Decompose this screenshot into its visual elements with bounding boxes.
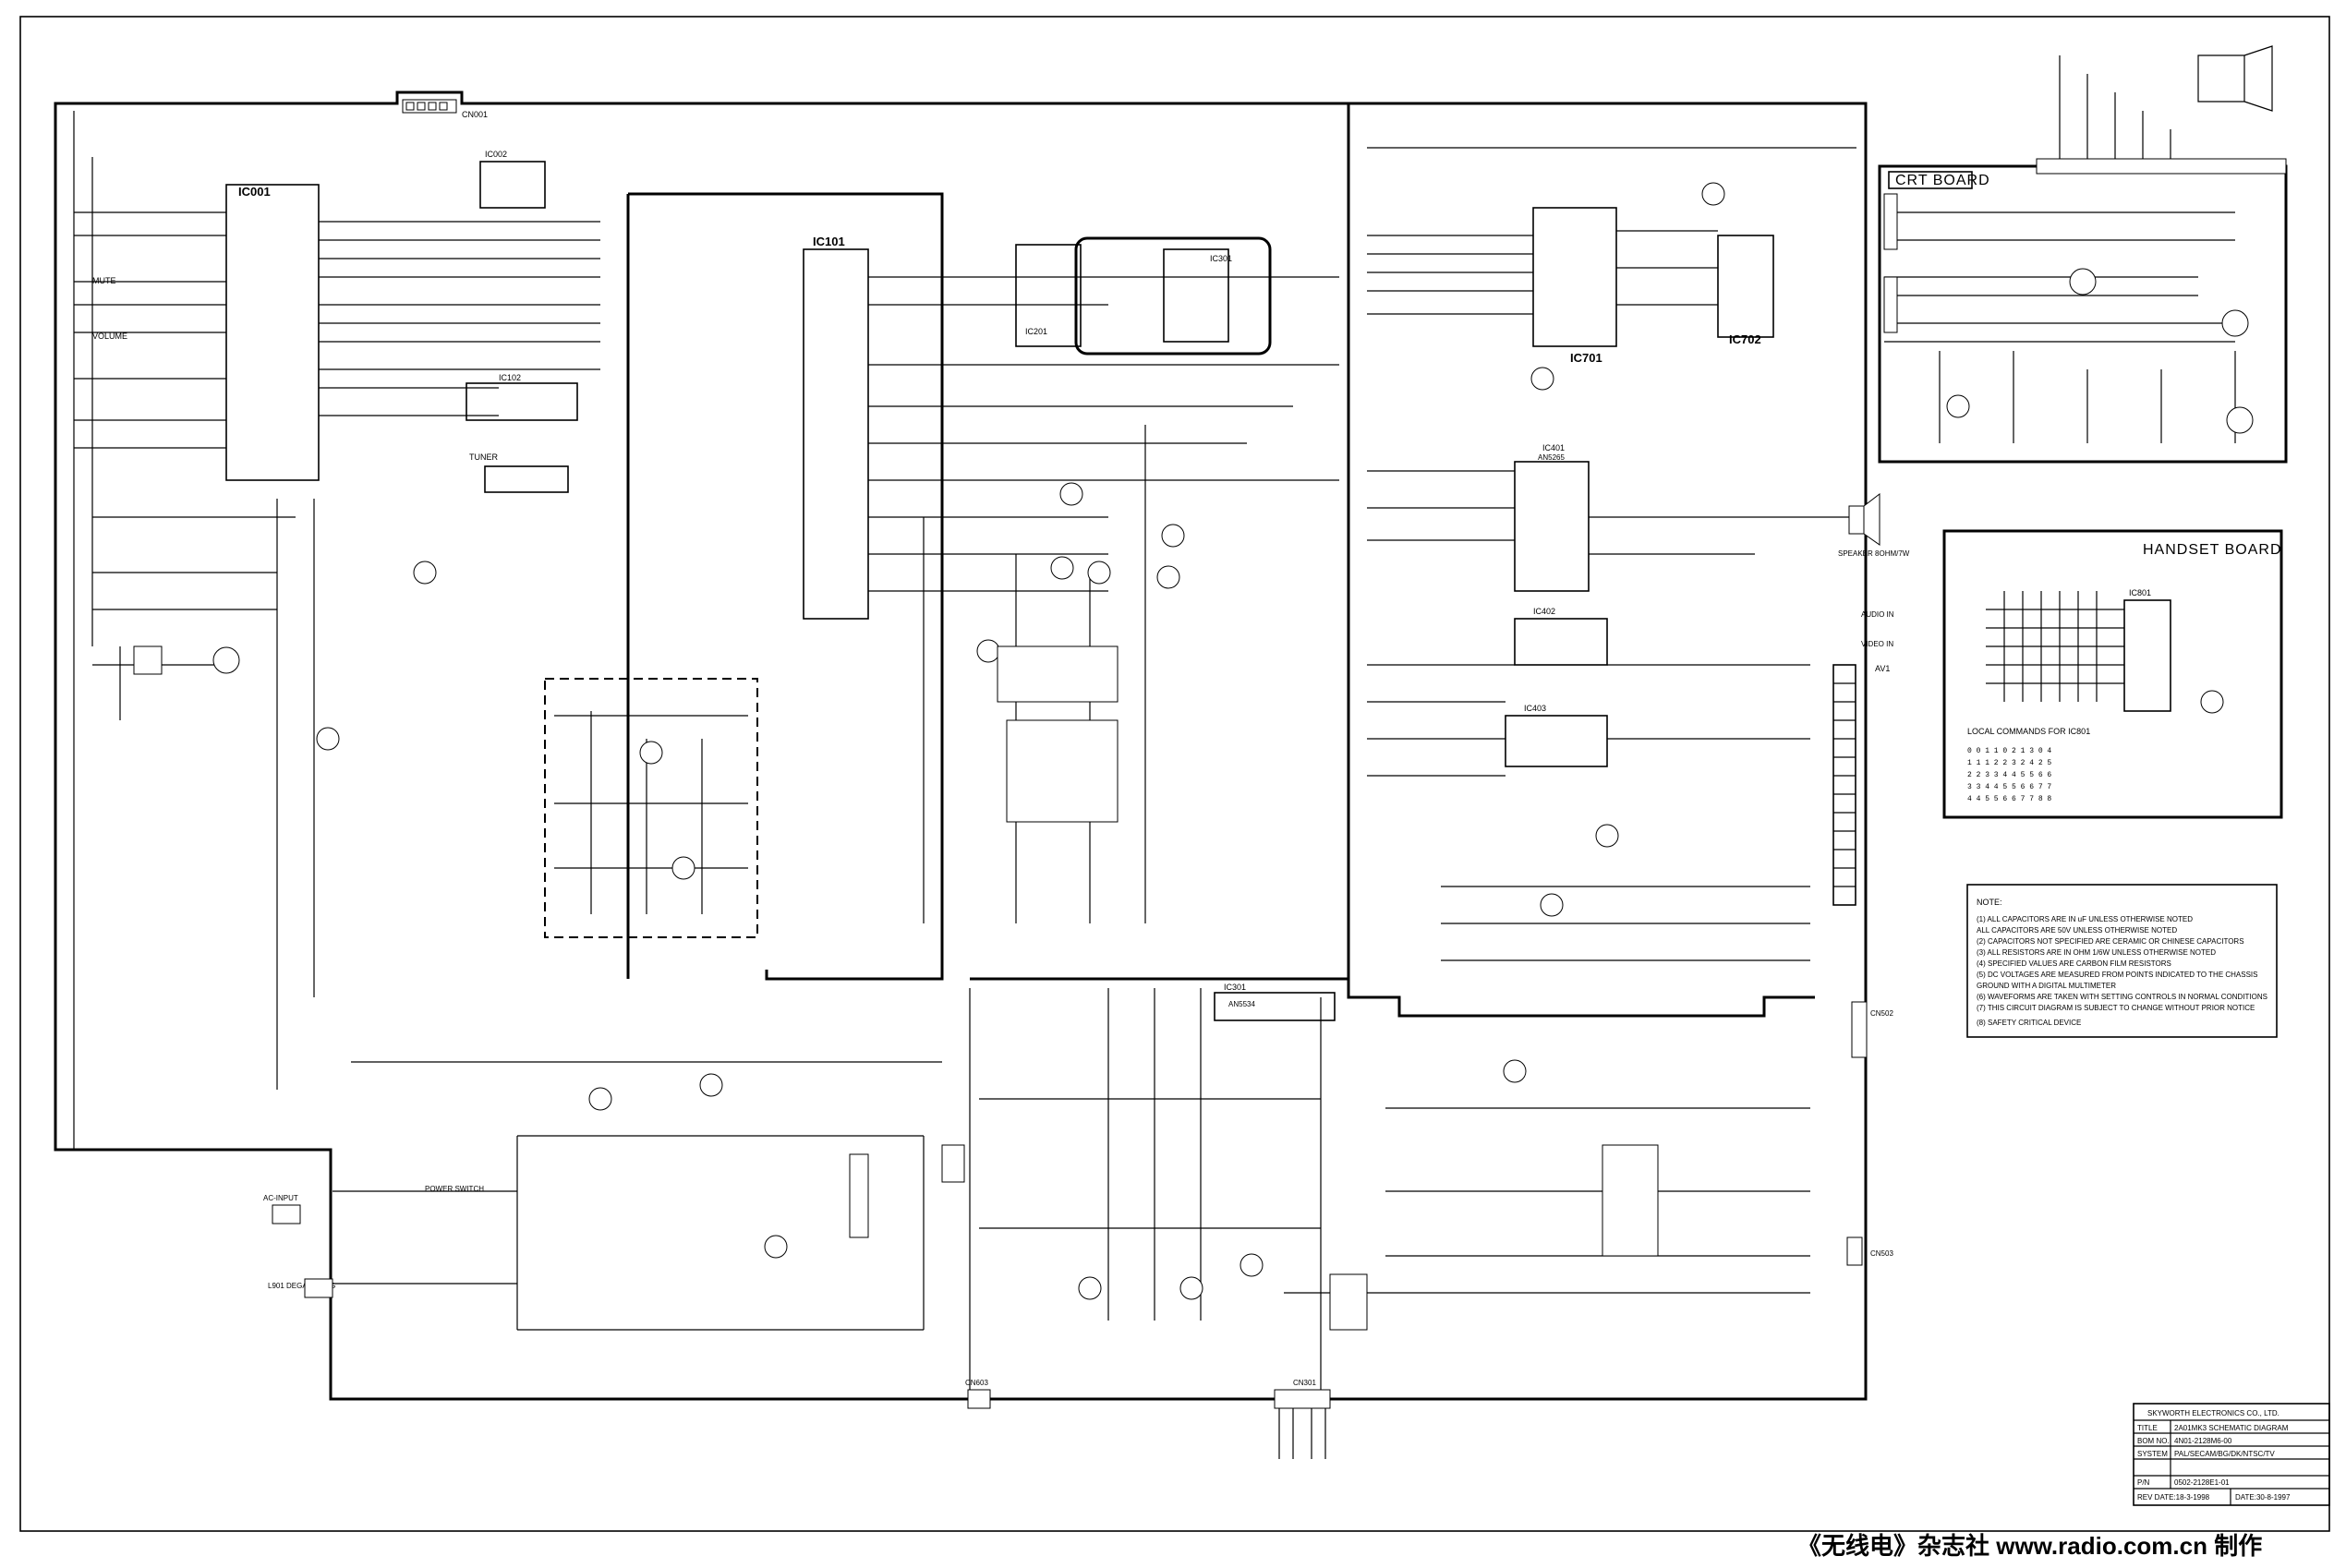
crt-socket [2036, 45, 2287, 175]
ic402-block: IC402 [1514, 607, 1608, 666]
ic701-block: IC701 [1532, 207, 1617, 365]
note-line: ALL CAPACITORS ARE 50V UNLESS OTHERWISE … [1977, 926, 2177, 935]
mute-label: MUTE [92, 276, 116, 285]
pn-value: 0502-2128E1-01 [2174, 1478, 2230, 1487]
local-commands-table: 0 0 1 1 0 2 1 3 0 4 1 1 1 2 2 3 2 4 2 5 … [1967, 747, 2051, 803]
ic403-block: IC403 [1505, 704, 1608, 767]
system-label: SYSTEM [2137, 1450, 2168, 1458]
ic102-block: IC102 TUNER [466, 373, 578, 493]
handset-board: HANDSET BOARD IC801 LOCAL COMMANDS FOR I… [1942, 529, 2283, 819]
bom-label: BOM NO. [2137, 1437, 2170, 1445]
note-line: (3) ALL RESISTORS ARE IN OHM 1/6W UNLESS… [1977, 948, 2216, 957]
cn301-connector: CN301 [1274, 1379, 1331, 1459]
volume-label: VOLUME [92, 332, 127, 341]
company-name: SKYWORTH ELECTRONICS CO., LTD. [2147, 1409, 2279, 1417]
degaussing-label: L901 DEGAUSSING [268, 1282, 335, 1290]
cn502-connector: CN502 [1851, 1001, 1893, 1058]
svg-text:3 3 4 4 5 5 6 6 7 7: 3 3 4 4 5 5 6 6 7 7 [1967, 783, 2051, 791]
ic101-block: IC101 [626, 192, 944, 981]
note-line: (7) THIS CIRCUIT DIAGRAM IS SUBJECT TO C… [1977, 1004, 2255, 1012]
bom-value: 4N01-2128M6-00 [2174, 1437, 2232, 1445]
local-commands-title: LOCAL COMMANDS FOR IC801 [1967, 727, 2090, 736]
page-frame [19, 16, 2330, 1532]
main-board-outline [54, 90, 1868, 1401]
ic401-part: AN5265 [1538, 453, 1565, 462]
svg-text:2 2 3 3 4 4 5 5 6 6: 2 2 3 3 4 4 5 5 6 6 [1967, 771, 2051, 779]
ic001-label: IC001 [238, 185, 271, 199]
video-in-label: VIDEO IN [1861, 640, 1893, 648]
notes-block: NOTE: (1) ALL CAPACITORS ARE IN uF UNLES… [1966, 884, 2278, 1038]
saw-section-wiring [554, 711, 748, 914]
cn503-label: CN503 [1870, 1249, 1893, 1258]
ic701-label: IC701 [1570, 351, 1602, 365]
ic301-video-block: IC301 [1074, 236, 1272, 356]
crt-board: CRT BOARD [1878, 55, 2288, 464]
ic402-label: IC402 [1533, 607, 1555, 616]
note-line: (1) ALL CAPACITORS ARE IN uF UNLESS OTHE… [1977, 915, 2193, 923]
ic002-label: IC002 [485, 150, 507, 159]
ac-input-label: AC-INPUT [263, 1194, 298, 1202]
publisher-footer: 《无线电》杂志社 www.radio.com.cn 制作 [1797, 1532, 2263, 1560]
ic102-label: IC102 [499, 373, 521, 382]
svg-text:0 0 1 1 0 2 1 3 0 4: 0 0 1 1 0 2 1 3 0 4 [1967, 747, 2051, 755]
power-supply-wiring [333, 988, 1810, 1399]
speaker-block: SPEAKER 8OHM/7W [1838, 492, 1910, 558]
ic401-label: IC401 [1542, 443, 1565, 452]
pn-label: P/N [2137, 1478, 2150, 1487]
title-block: SKYWORTH ELECTRONICS CO., LTD. TITLE 2A0… [2133, 1403, 2330, 1506]
cn301-label: CN301 [1293, 1379, 1316, 1387]
section-divider [1347, 103, 1815, 1018]
title-label: TITLE [2137, 1424, 2158, 1432]
mid-section-wiring [868, 276, 1339, 923]
ic702-block: IC702 [1717, 235, 1774, 346]
ic301-deflection-block: IC301 AN5534 [1214, 983, 1336, 1021]
date: DATE:30-8-1997 [2235, 1493, 2291, 1502]
system-value: PAL/SECAM/BG/DK/NTSC/TV [2174, 1450, 2275, 1458]
notes-title: NOTE: [1977, 898, 2002, 907]
speaker-label: SPEAKER 8OHM/7W [1838, 549, 1910, 558]
ic201-label: IC201 [1025, 327, 1047, 336]
ic403-label: IC403 [1524, 704, 1546, 713]
note-line: (5) DC VOLTAGES ARE MEASURED FROM POINTS… [1977, 971, 2258, 979]
saw-filter-section [544, 678, 758, 938]
svg-text:1 1 1 2 2 3 2 4 2 5: 1 1 1 2 2 3 2 4 2 5 [1967, 759, 2051, 767]
ic801-label: IC801 [2129, 588, 2151, 597]
rev-date: REV DATE:18-3-1998 [2137, 1493, 2210, 1502]
ic201-block: IC201 [1015, 244, 1082, 347]
ac-input: AC-INPUT L901 DEGAUSSING POWER SWITCH [263, 1185, 484, 1298]
cn001-connector: CN001 [402, 99, 488, 119]
title-value: 2A01MK3 SCHEMATIC DIAGRAM [2174, 1424, 2289, 1432]
ic002-block: IC002 [479, 150, 546, 209]
audio-wiring [1367, 470, 1856, 961]
note-line: (8) SAFETY CRITICAL DEVICE [1977, 1019, 2081, 1027]
audio-in-label: AUDIO IN [1861, 610, 1894, 619]
left-section-wiring [92, 516, 437, 751]
av1-label: AV1 [1875, 664, 1890, 673]
note-line: (6) WAVEFORMS ARE TAKEN WITH SETTING CON… [1977, 993, 2267, 1001]
handset-board-title: HANDSET BOARD [2143, 542, 2282, 558]
note-line: (2) CAPACITORS NOT SPECIFIED ARE CERAMIC… [1977, 937, 2244, 946]
note-line: GROUND WITH A DIGITAL MULTIMETER [1977, 982, 2116, 990]
cn603-label: CN603 [965, 1379, 988, 1387]
cn503-connector: CN503 [1846, 1236, 1893, 1266]
crt-board-title: CRT BOARD [1895, 173, 1990, 188]
ic401-block: IC401 AN5265 [1514, 443, 1590, 592]
ic301v-label: IC301 [1210, 254, 1232, 263]
tuner-label: TUNER [469, 452, 498, 462]
ic101-label: IC101 [813, 235, 845, 248]
ic301-part: AN5534 [1228, 1000, 1255, 1008]
cn001-label: CN001 [462, 110, 488, 119]
svg-text:4 4 5 5 6 6 7 7 8 8: 4 4 5 5 6 6 7 7 8 8 [1967, 795, 2051, 803]
ic001-block: IC001 [73, 111, 600, 1150]
ic701-wiring [1367, 147, 1856, 391]
cn502-label: CN502 [1870, 1009, 1893, 1018]
ic702-label: IC702 [1729, 332, 1761, 346]
power-switch-label: POWER SWITCH [425, 1185, 484, 1193]
av-connector-column: AV1 VIDEO IN AUDIO IN [1832, 610, 1894, 906]
note-line: (4) SPECIFIED VALUES ARE CARBON FILM RES… [1977, 959, 2171, 968]
ic301-label: IC301 [1224, 983, 1246, 992]
cn603-connector: CN603 [965, 1379, 991, 1409]
